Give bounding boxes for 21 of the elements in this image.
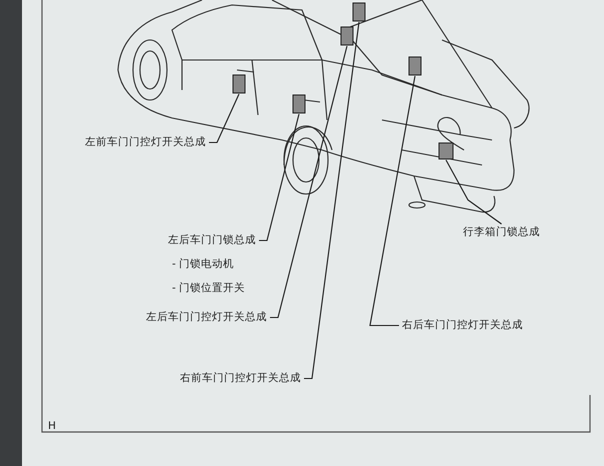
leader-line [446,160,502,224]
callout-label: 右后车门门控灯开关总成 [402,319,523,332]
switch-drawing [438,142,454,160]
leader-line [270,46,348,318]
switch-drawing [408,56,422,76]
callout-label: 左前车门门控灯开关总成 [85,136,206,149]
callout-label: 左后车门门锁总成 [168,234,256,247]
leader-line [369,76,416,326]
callout-label: 右前车门门控灯开关总成 [180,372,301,385]
switch-drawing [340,26,354,46]
leader-line [304,22,360,380]
list-item: - 门锁位置开关 [172,282,246,295]
leader-line [209,94,240,144]
switch-drawing [292,94,306,114]
switch-drawing [232,74,246,94]
leader-line [259,114,300,242]
callout-label: 左后车门门控灯开关总成 [146,311,267,324]
page-letter: H [48,420,56,433]
callout-label: 行李箱门锁总成 [463,226,540,239]
list-item: - 门锁电动机 [172,258,234,271]
switch-drawing [352,2,366,22]
